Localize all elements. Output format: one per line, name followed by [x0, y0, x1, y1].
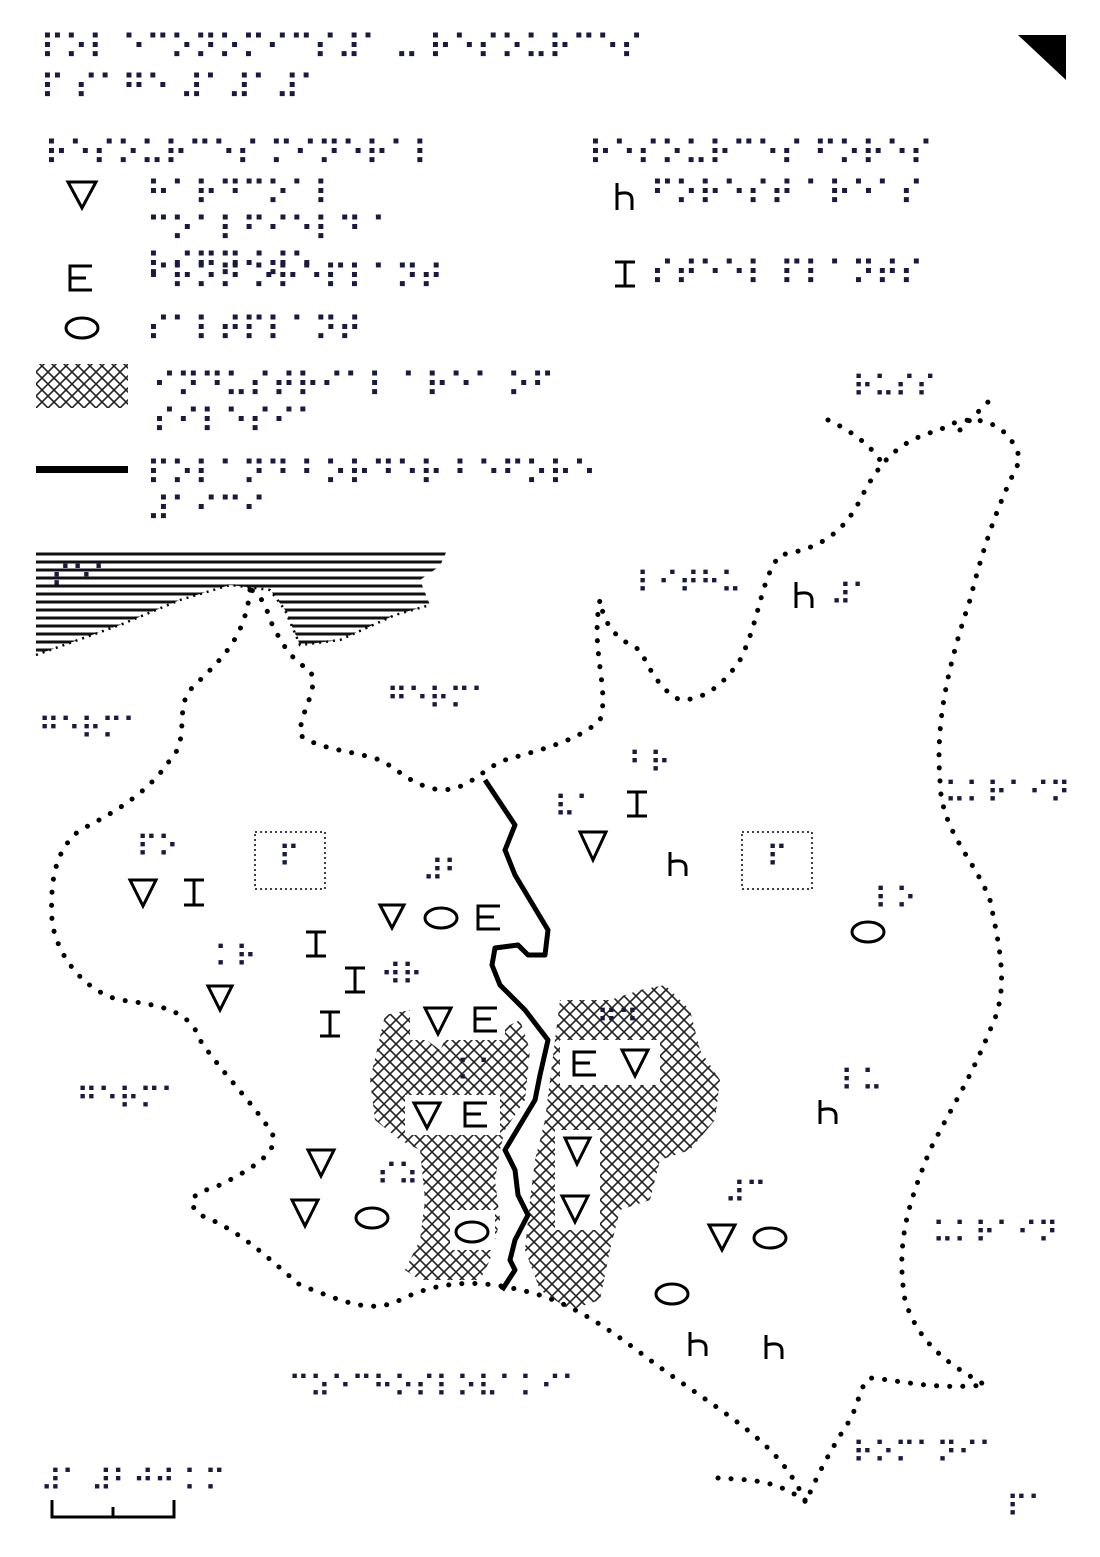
label-east-upper: ⠥⠅⠗⠁⠊⠝ — [944, 776, 1071, 811]
legend-item-forest: ⠋⠕⠗⠑⠎⠞ ⠁⠗⠑⠁⠎ — [650, 174, 924, 214]
title-line-1: ⠏⠕⠇ ⠑⠉⠕⠝⠕⠍⠊⠉⠎⠼⠁ ⠤ ⠗⠑⠎⠕⠥⠗⠉⠑⠎ — [40, 28, 644, 68]
orientation-marker — [1018, 35, 1066, 80]
label-baltic-region: ⠇⠊⠞⠓⠥ — [636, 566, 742, 601]
country-border — [49, 417, 1023, 1509]
label-city-h: ⠅⠁ — [456, 1054, 499, 1089]
label-box-right: ⠏ — [766, 840, 788, 875]
label-germany-mid: ⠛⠑⠗⠍⠁ — [386, 682, 492, 717]
label-city-b: ⠼⠃ — [422, 854, 465, 889]
h-shape-icon — [794, 582, 814, 608]
i-beam-icon — [345, 966, 365, 994]
label-germany-low: ⠛⠑⠗⠍⠁ — [76, 1082, 182, 1117]
label-city-l: ⠼⠉ — [724, 1176, 767, 1211]
label-page-num: ⠏⠁ — [1006, 1490, 1049, 1525]
shield-icon — [706, 1223, 738, 1254]
label-city-e: ⠇⠕ — [874, 882, 917, 917]
label-city-g: ⠺⠗ — [380, 958, 423, 993]
map-symbols — [127, 582, 886, 1359]
iron-ore-icon — [572, 1050, 596, 1077]
legend-h-shape-icon — [615, 183, 634, 210]
city-box-left — [254, 831, 326, 890]
i-beam-icon — [320, 1010, 340, 1038]
border-spur — [825, 392, 998, 463]
label-city-d: ⠧⠁ — [554, 790, 597, 825]
h-shape-icon — [764, 1335, 784, 1359]
legend-i-beam-icon — [615, 260, 635, 288]
iron-ore-icon — [473, 1006, 497, 1033]
label-sea: ⠎⠑⠁ — [50, 560, 114, 595]
shield-icon — [562, 1136, 593, 1168]
legend-item-border: ⠏⠕⠇⠁⠝⠙ ⠃⠕⠗⠙⠑⠗ ⠃⠑⠋⠕⠗⠑ ⠼⠁⠊⠉⠊ — [146, 454, 597, 530]
legend-ellipse-icon — [64, 316, 100, 340]
legend-symbols — [64, 180, 635, 340]
legend-item-iron: ⠊⠗⠕⠝ ⠕⠗⠑⠏⠇⠁⠝⠞ — [146, 258, 444, 298]
shield-icon — [289, 1198, 321, 1230]
legend-shield-icon — [65, 180, 99, 212]
shield-icon — [205, 984, 235, 1014]
ellipse-icon — [850, 920, 886, 944]
sea-area — [36, 548, 448, 655]
h-shape-icon — [818, 1100, 838, 1124]
shield-icon — [127, 878, 159, 910]
shield-icon — [305, 1148, 337, 1180]
h-shape-icon — [668, 852, 688, 876]
legend-item-steel: ⠎⠞⠑⠑⠇ ⠏⠇⠁⠝⠞⠎ — [650, 254, 924, 294]
label-city-j: ⠇⠥ — [840, 1064, 883, 1099]
title-line-2: ⠏ ⠎⠁⠛⠑ ⠼⠁⠼⠁⠼⠁ — [40, 68, 324, 108]
city-box-right — [741, 831, 813, 890]
label-city-a: ⠏⠕ — [136, 830, 179, 865]
ellipse-icon — [454, 1220, 490, 1244]
legend-heading-right: ⠗⠑⠎⠕⠥⠗⠉⠑⠎ ⠋⠕⠗⠑⠎ — [588, 134, 933, 174]
label-city-f: ⠅⠗ — [214, 940, 257, 975]
label-north-top: ⠗⠥⠎⠎ — [852, 370, 937, 405]
sea-coast — [35, 583, 431, 657]
legend-iron-ore-icon — [68, 264, 92, 292]
shield-icon — [411, 1101, 443, 1132]
legend-thick-line-icon — [36, 466, 128, 473]
label-city-i: ⠛⠙ — [596, 1004, 639, 1039]
iron-ore-icon — [463, 1101, 487, 1128]
shield-icon — [377, 903, 407, 932]
shield-icon — [619, 1048, 651, 1080]
shield-icon — [422, 1006, 454, 1038]
label-southeast: ⠗⠕⠍⠁⠝⠊⠁ — [852, 1436, 1000, 1471]
iron-ore-icon — [476, 904, 500, 931]
legend-item-industrial: ⠊⠝⠙⠥⠎⠞⠗⠊⠁⠇ ⠁⠗⠑⠁ ⠕⠋ ⠎⠊⠇⠑⠎⠊⠁ — [152, 366, 555, 442]
border-bottom — [715, 1475, 809, 1505]
legend-item-salt: ⠎⠁⠇⠞⠏⠇⠁⠝⠞ — [146, 310, 362, 350]
scale-bar — [50, 1500, 176, 1519]
label-city-c: ⠃⠗ — [628, 746, 671, 781]
ellipse-icon — [654, 1282, 690, 1306]
i-beam-icon — [184, 878, 204, 907]
shield-icon — [559, 1194, 591, 1226]
old-border-line — [482, 778, 551, 1292]
legend-crosshatch-icon — [36, 364, 128, 408]
shield-icon — [577, 830, 609, 864]
label-forest-ne: ⠼⠁ — [830, 578, 873, 613]
legend-item-shield: ⠓⠁⠗⠙⠉⠕⠁⠇ ⠉⠕⠁⠇⠋⠊⠑⠇⠙ ⠁ ⠇⠊⠛⠝⠊⠞⠑ — [146, 174, 396, 286]
scale-label: ⠼⠁ ⠼⠃⠚⠚ ⠅⠍ — [40, 1464, 226, 1499]
ellipse-icon — [354, 1206, 390, 1230]
label-germany-left: ⠛⠑⠗⠍⠁ — [38, 712, 144, 747]
label-south: ⠉⠵⠑⠉⠓⠕⠎⠇⠕⠧⠁⠅⠊⠁ — [288, 1370, 583, 1405]
label-box-left: ⠏ — [278, 840, 300, 875]
label-city-k: ⠎⠵ — [376, 1158, 419, 1193]
i-beam-icon — [306, 930, 326, 958]
h-shape-icon — [688, 1332, 708, 1356]
i-beam-icon — [627, 790, 647, 818]
ellipse-icon — [423, 906, 459, 930]
label-east-lower: ⠥⠅⠗⠁⠊⠝ — [932, 1216, 1059, 1251]
ellipse-icon — [752, 1226, 788, 1250]
legend-heading-left: ⠗⠑⠎⠕⠥⠗⠉⠑⠎ ⠍⠊⠝⠑⠗⠁⠇ — [44, 134, 437, 174]
